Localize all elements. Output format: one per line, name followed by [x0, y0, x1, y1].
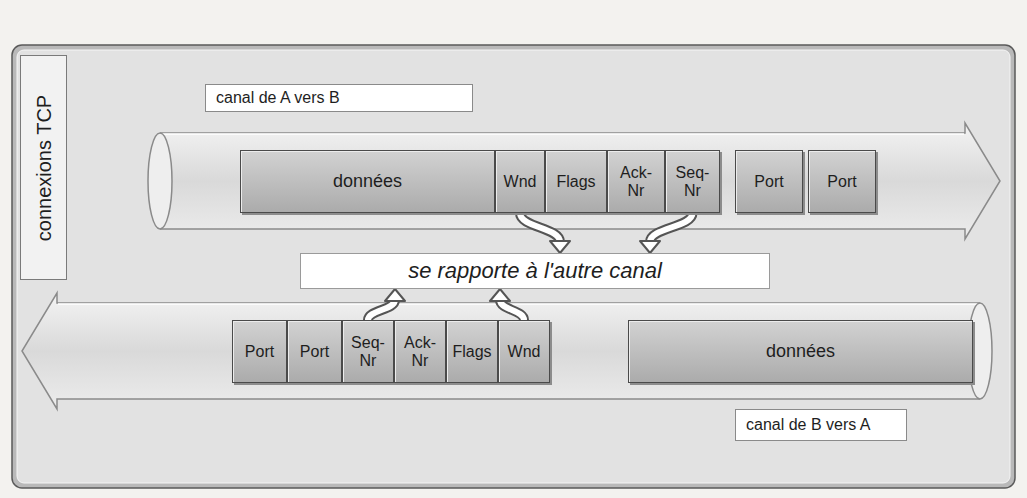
- segment-field: données: [628, 320, 973, 383]
- segment-field: Ack-Nr: [607, 150, 665, 213]
- segment-field: Port: [232, 320, 287, 383]
- channel-pipe: [160, 123, 1000, 239]
- field-text: Ack-Nr: [620, 164, 652, 199]
- arrow-part: [385, 289, 405, 301]
- arrow-part: [500, 300, 524, 320]
- pipe-highlight: [58, 303, 979, 305]
- arrow-part: [500, 300, 524, 320]
- arrow-part: [490, 289, 510, 301]
- arrow-part: [550, 241, 570, 253]
- segment-field: Port: [735, 150, 803, 213]
- pipe-highlight: [161, 133, 964, 135]
- field-text: Seq-Nr: [676, 164, 710, 199]
- arrow-part: [520, 213, 560, 242]
- field-text: données: [333, 172, 402, 192]
- field-text: Port: [827, 173, 856, 191]
- curved-arrow: [640, 213, 693, 253]
- segment-field: Port: [287, 320, 342, 383]
- field-text: Port: [300, 343, 329, 361]
- field-text: se rapporte à l'autre canal: [408, 258, 662, 284]
- channel-label: canal de B vers A: [735, 409, 907, 441]
- arrow-part: [368, 300, 395, 320]
- segment-field: Wnd: [498, 320, 550, 383]
- segment-field: Seq-Nr: [665, 150, 720, 213]
- field-text: Wnd: [508, 343, 541, 361]
- panel-frame: [12, 45, 1015, 488]
- arrow-part: [368, 300, 395, 320]
- field-text: Wnd: [504, 173, 537, 191]
- segment-field: Port: [808, 150, 876, 213]
- channel-label: canal de A vers B: [205, 84, 473, 112]
- segment-field: Seq-Nr: [342, 320, 394, 383]
- segment-field: données: [240, 150, 495, 213]
- segment-field: Flags: [545, 150, 607, 213]
- note-box: se rapporte à l'autre canal: [300, 253, 770, 289]
- field-text: données: [766, 342, 835, 362]
- field-text: Port: [754, 173, 783, 191]
- field-text: Flags: [556, 173, 595, 191]
- field-text: canal de B vers A: [746, 416, 871, 434]
- curved-arrow: [520, 213, 570, 253]
- segment-field: Wnd: [495, 150, 545, 213]
- field-text: Flags: [452, 343, 491, 361]
- segment-field: Ack-Nr: [394, 320, 446, 383]
- field-text: connexions TCP: [32, 94, 55, 240]
- panel-ground: [17, 50, 1010, 483]
- arrow-part: [640, 241, 660, 253]
- channel-pipe: [22, 293, 980, 409]
- arrow-part: [650, 213, 693, 242]
- side-label: connexions TCP: [20, 55, 67, 280]
- arrow-part: [650, 213, 693, 242]
- pipe-end: [148, 133, 172, 229]
- segment-field: Flags: [446, 320, 498, 383]
- curved-arrow: [368, 289, 405, 320]
- field-text: Port: [245, 343, 274, 361]
- field-text: canal de A vers B: [216, 89, 340, 107]
- field-text: Ack-Nr: [404, 334, 436, 369]
- arrow-part: [520, 213, 560, 242]
- curved-arrow: [490, 289, 524, 320]
- field-text: Seq-Nr: [351, 334, 385, 369]
